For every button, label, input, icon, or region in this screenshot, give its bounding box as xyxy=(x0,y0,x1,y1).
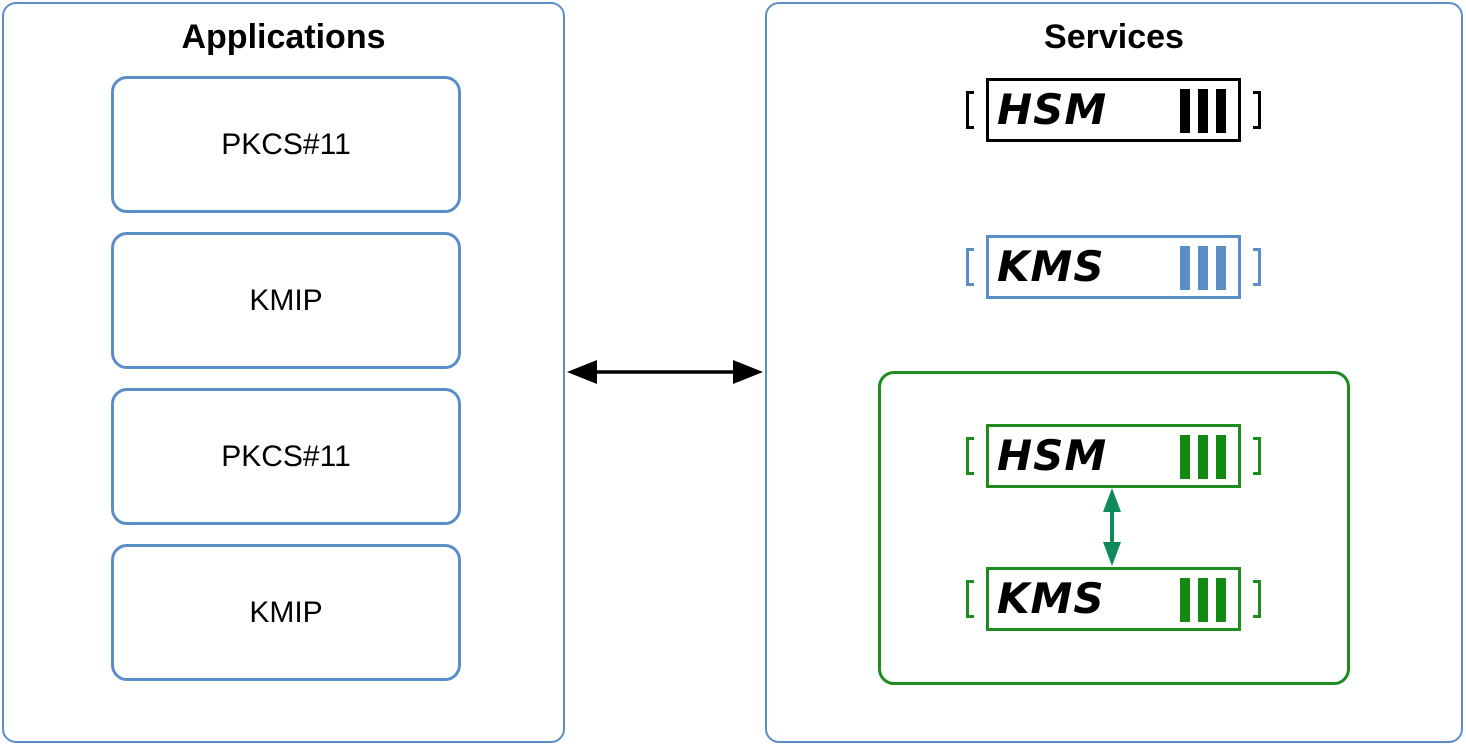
group-kms-bars xyxy=(1180,578,1226,622)
group-kms-bar xyxy=(1216,578,1226,622)
group-kms-device: KMS xyxy=(966,567,1261,637)
hsm-bar xyxy=(1198,89,1208,133)
hsm-label: HSM xyxy=(997,85,1108,134)
app-box-kmip-1: KMIP xyxy=(111,232,461,369)
hsm-bracket-left xyxy=(966,91,974,129)
applications-panel: Applications PKCS#11 KMIP PKCS#11 KMIP xyxy=(2,2,565,743)
services-title: Services xyxy=(1044,18,1184,56)
applications-title: Applications xyxy=(181,18,386,56)
group-hsm-device-body: HSM xyxy=(986,424,1241,488)
group-hsm-bar xyxy=(1180,435,1190,479)
hsm-bars xyxy=(1180,89,1226,133)
kms-bar xyxy=(1180,246,1190,290)
hsm-device-body: HSM xyxy=(986,78,1241,142)
app-box-pkcs11-2: PKCS#11 xyxy=(111,388,461,525)
group-hsm-bracket-right xyxy=(1253,437,1261,475)
group-hsm-bar xyxy=(1216,435,1226,479)
app-box-pkcs11-1: PKCS#11 xyxy=(111,76,461,213)
group-hsm-bars xyxy=(1180,435,1226,479)
hsm-bar xyxy=(1180,89,1190,133)
group-hsm-label: HSM xyxy=(997,431,1108,480)
kms-bar xyxy=(1216,246,1226,290)
group-hsm-bracket-left xyxy=(966,437,974,475)
kms-bracket-right xyxy=(1253,248,1261,286)
kms-device: KMS xyxy=(966,235,1261,305)
hsm-bracket-right xyxy=(1253,91,1261,129)
group-kms-bracket-left xyxy=(966,580,974,618)
hsm-device: HSM xyxy=(966,78,1261,148)
kms-bars xyxy=(1180,246,1226,290)
group-kms-bracket-right xyxy=(1253,580,1261,618)
group-hsm-bar xyxy=(1198,435,1208,479)
kms-bracket-left xyxy=(966,248,974,286)
group-kms-bar xyxy=(1180,578,1190,622)
app-box-kmip-2: KMIP xyxy=(111,544,461,681)
group-bidirectional-arrow-icon xyxy=(1103,488,1121,566)
bidirectional-arrow-icon xyxy=(567,360,763,384)
hsm-bar xyxy=(1216,89,1226,133)
group-kms-device-body: KMS xyxy=(986,567,1241,631)
group-hsm-device: HSM xyxy=(966,424,1261,494)
group-kms-bar xyxy=(1198,578,1208,622)
kms-label: KMS xyxy=(997,242,1105,291)
hsm-kms-group xyxy=(878,371,1350,685)
group-kms-label: KMS xyxy=(997,574,1105,623)
kms-bar xyxy=(1198,246,1208,290)
kms-device-body: KMS xyxy=(986,235,1241,299)
